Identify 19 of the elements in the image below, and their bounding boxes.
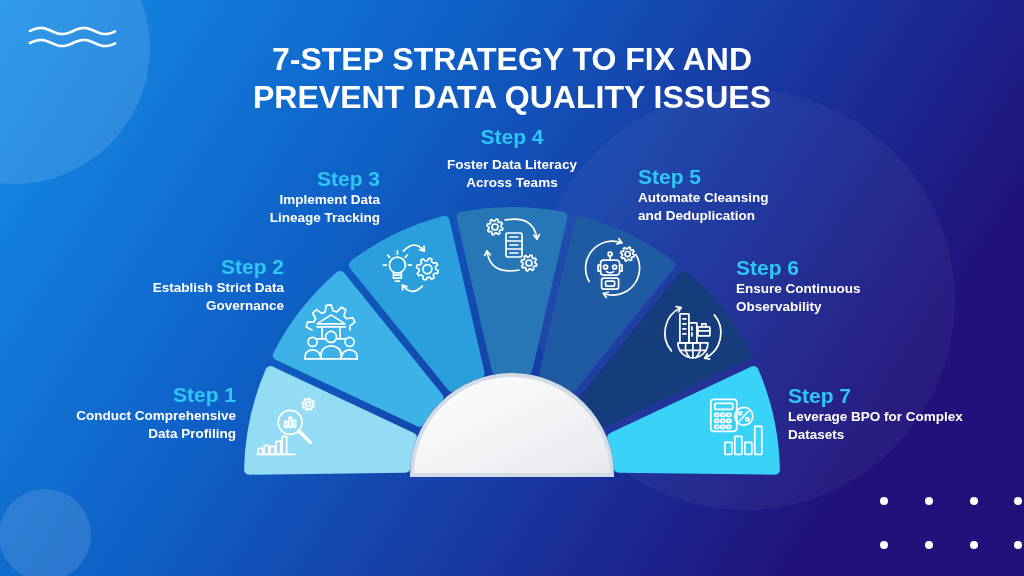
step-label: Step 4 (480, 125, 544, 149)
step-description: Automate Cleansing and Deduplication (638, 189, 770, 225)
step-label: Step 2 (220, 255, 284, 279)
step-description: Ensure Continuous Observability (736, 280, 862, 316)
step-description: Foster Data Literacy Across Teams (446, 156, 578, 192)
step-label: Step 7 (788, 384, 852, 408)
step-description: Implement Data Lineage Tracking (268, 191, 380, 227)
step-label: Step 3 (316, 167, 380, 191)
fan-segment (607, 366, 780, 475)
step-description: Conduct Comprehensive Data Profiling (75, 407, 236, 443)
fan-segment (244, 366, 417, 475)
step-label: Step 5 (638, 165, 702, 189)
step-description: Leverage BPO for Complex Datasets (788, 408, 964, 444)
center-semicircle (410, 373, 614, 477)
fan-segment (456, 207, 568, 375)
step-label: Step 1 (172, 383, 236, 407)
step-description: Establish Strict Data Governance (151, 279, 284, 315)
title: 7-STEP STRATEGY TO FIX AND PREVENT DATA QUALITY ISSUES (252, 40, 772, 116)
step-label: Step 6 (736, 256, 800, 280)
